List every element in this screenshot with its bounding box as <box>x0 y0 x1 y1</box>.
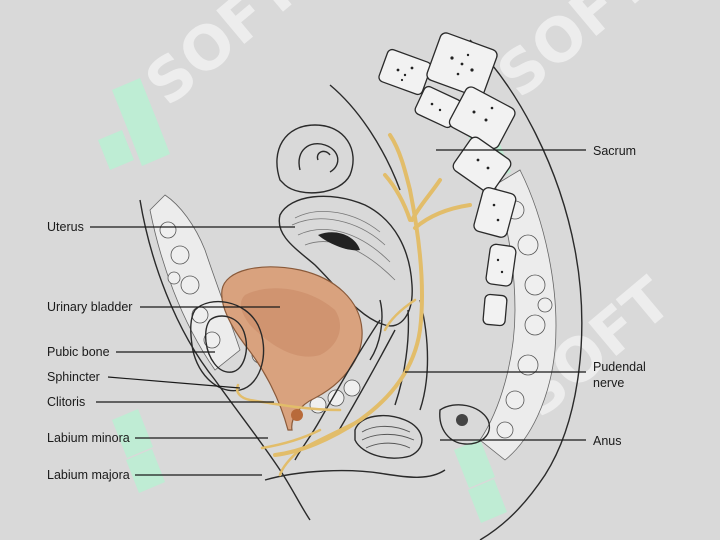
label-sphincter: Sphincter <box>47 370 100 384</box>
label-anus: Anus <box>593 434 622 448</box>
watermark-text-top: SOFT <box>133 0 313 119</box>
label-pudendal-nerve-line1: Pudendal <box>593 360 646 374</box>
label-clitoris: Clitoris <box>47 395 85 409</box>
label-sacrum: Sacrum <box>593 144 636 158</box>
label-labium-minora-group: Labium minora <box>47 431 268 445</box>
fat-tissue-back <box>479 169 557 461</box>
uterus-shape <box>278 195 413 361</box>
label-pubic-bone-group: Pubic bone <box>47 345 215 359</box>
label-pudendal-nerve-line2: nerve <box>593 376 624 390</box>
label-clitoris-group: Clitoris <box>47 395 274 409</box>
label-sacrum-group: Sacrum <box>436 144 636 158</box>
watermark-text-right: SOFT <box>485 0 665 111</box>
leader-sphincter <box>107 376 241 389</box>
urinary-bladder-shape <box>221 266 363 431</box>
label-pudendal-nerve-group: Pudendal nerve <box>405 360 646 390</box>
label-pubic-bone: Pubic bone <box>47 345 110 359</box>
pudendal-nerve-shape <box>235 133 472 477</box>
label-anus-group: Anus <box>440 434 622 448</box>
label-urinary-bladder: Urinary bladder <box>47 300 132 314</box>
label-sphincter-group: Sphincter <box>47 370 241 389</box>
label-labium-minora: Labium minora <box>47 431 130 445</box>
label-uterus: Uterus <box>47 220 84 234</box>
label-urinary-bladder-group: Urinary bladder <box>47 300 280 314</box>
watermark-logo-bottom-right <box>454 439 507 523</box>
watermark-logo-bottom-left <box>112 409 165 493</box>
anal-sphincter <box>354 404 491 459</box>
label-uterus-group: Uterus <box>47 220 295 234</box>
label-labium-majora-group: Labium majora <box>47 468 262 482</box>
label-labium-majora: Labium majora <box>47 468 130 482</box>
spine-sacrum <box>378 32 517 327</box>
body-outline <box>139 39 583 540</box>
fat-tissue-front <box>149 194 241 371</box>
intestines <box>276 124 354 194</box>
watermark-logo-top-left <box>98 78 170 170</box>
